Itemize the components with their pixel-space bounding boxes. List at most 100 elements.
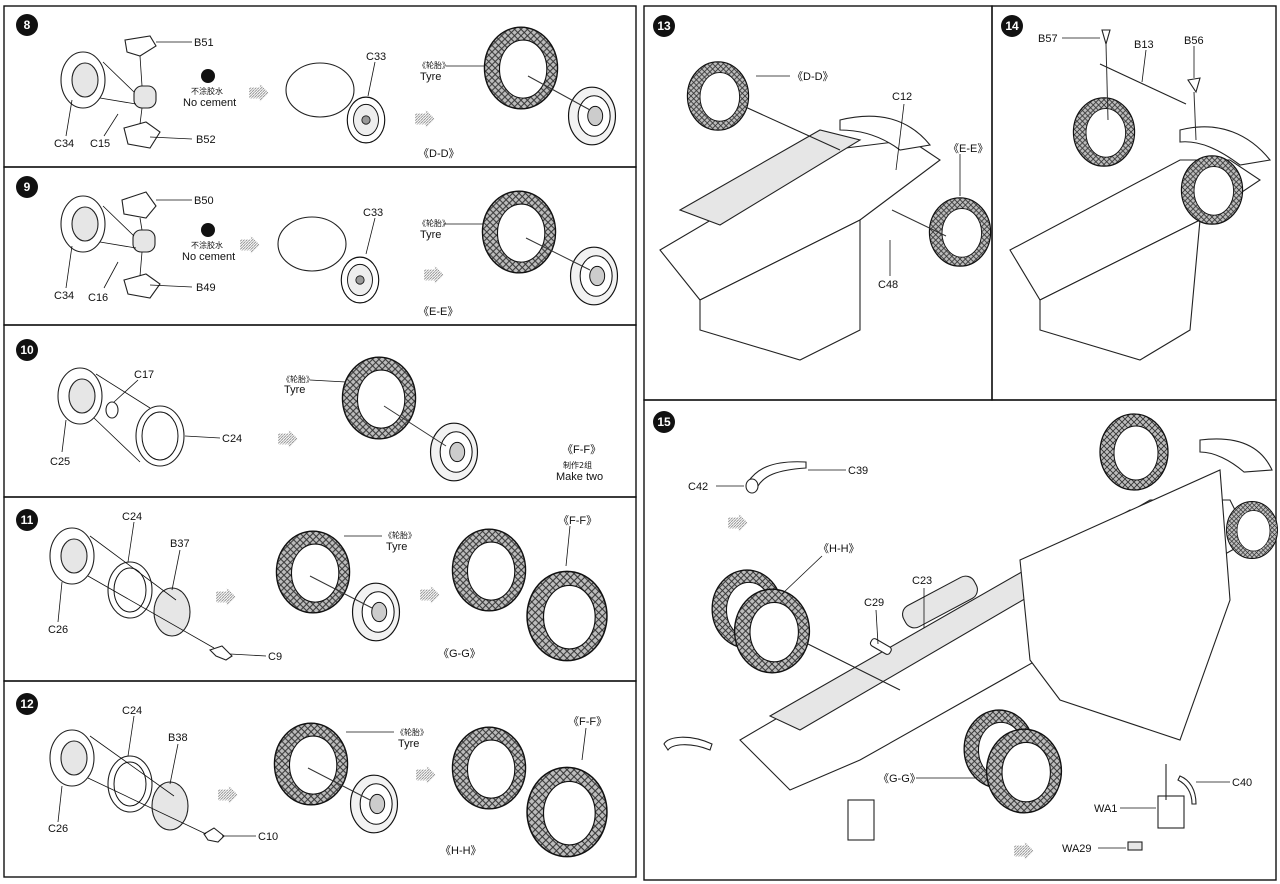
tyre-en: Tyre <box>386 541 407 553</box>
label-c40: C40 <box>1232 777 1252 789</box>
step-number: 14 <box>1005 19 1019 33</box>
wheel-left <box>1072 97 1136 167</box>
label-c33: C33 <box>363 207 383 219</box>
step-13: 13 《D-D》 C12 《E-E》 C48 <box>653 15 992 361</box>
step-12-panel <box>3 680 637 878</box>
part-b57 <box>1101 29 1111 47</box>
label-b38: B38 <box>168 732 188 744</box>
arrow-icon <box>218 786 238 804</box>
label-c25: C25 <box>50 456 70 468</box>
tyre-inner <box>451 528 527 612</box>
label-c26: C26 <box>48 624 68 636</box>
tyre-outer <box>526 570 608 662</box>
label-c24: C24 <box>122 705 142 717</box>
wheel-rim <box>569 246 619 306</box>
tyre-cn: 《轮胎》 <box>418 60 450 70</box>
make-two-en: Make two <box>556 471 603 483</box>
no-cement-en: No cement <box>183 97 236 109</box>
front-axle <box>729 99 841 151</box>
tyre-cn: 《轮胎》 <box>282 374 314 384</box>
front-fender <box>839 115 932 151</box>
label-b37: B37 <box>170 538 190 550</box>
part-wa29 <box>1127 841 1143 851</box>
tyre <box>341 356 417 440</box>
label-c48: C48 <box>878 279 898 291</box>
label-c17: C17 <box>134 369 154 381</box>
part-c9 <box>208 645 233 661</box>
part-hub-drum <box>277 216 347 272</box>
arrow-icon <box>249 84 269 102</box>
part-c34-inner <box>71 206 99 242</box>
step-8: 8 B51 C34 C15 B52 不涂胶水 No cement C33 《轮胎… <box>16 14 617 160</box>
part-b52 <box>123 121 161 149</box>
part-wa1 <box>1157 795 1185 829</box>
label-dd: 《D-D》 <box>792 70 834 83</box>
front-wheel-right <box>1225 500 1279 560</box>
label-ref-ff: 《F-F》 <box>562 443 601 456</box>
step-number: 13 <box>657 19 671 33</box>
label-gg: 《G-G》 <box>878 772 921 785</box>
tyre-en: Tyre <box>420 71 441 83</box>
step-number: 12 <box>20 697 34 711</box>
part-c16 <box>132 229 156 253</box>
label-b13: B13 <box>1134 39 1154 51</box>
part-c34-inner <box>71 62 99 98</box>
arrow-icon <box>216 588 236 606</box>
label-c42: C42 <box>688 481 708 493</box>
tyre <box>483 26 559 110</box>
label-c26: C26 <box>48 823 68 835</box>
rear-wheel-hh-outer <box>733 588 811 674</box>
frame-rail <box>678 129 862 226</box>
part-b56 <box>1187 77 1201 94</box>
cab-underside <box>1019 469 1231 741</box>
step-15: 15 C39 C42 《H-H》 C23 C29 《 <box>653 411 1279 860</box>
fuel-tank <box>699 219 861 361</box>
label-ref-ff: 《F-F》 <box>568 715 607 728</box>
label-c34: C34 <box>54 138 74 150</box>
front-fender <box>1179 126 1272 166</box>
arrow-icon <box>240 236 260 254</box>
no-cement-cn: 不涂胶水 <box>191 86 223 96</box>
label-b49: B49 <box>196 282 216 294</box>
step-10: 10 C17 C24 C25 《轮胎》 Tyre 《F-F》 制作2组 Make… <box>16 339 603 483</box>
label-ee: 《E-E》 <box>948 142 988 155</box>
label-ref-hh: 《H-H》 <box>440 844 482 857</box>
wheel-right <box>1180 155 1244 225</box>
arrow-icon <box>424 266 444 284</box>
part-b50 <box>121 191 157 219</box>
label-ref-ee: 《E-E》 <box>418 305 458 318</box>
label-c10: C10 <box>258 831 278 843</box>
part-c10 <box>203 827 225 843</box>
tyre-cn: 《轮胎》 <box>396 727 428 737</box>
step-12: 12 C24 B38 C26 C10 《轮胎》 Tyre 《F-F》 《H-H》 <box>16 693 608 858</box>
part-b49 <box>123 273 161 299</box>
wheel-rim <box>429 422 479 482</box>
arrow-icon <box>415 110 435 128</box>
rear-mudflap <box>847 799 875 841</box>
part-hose <box>663 736 713 751</box>
part-c42 <box>745 478 759 494</box>
tyre <box>275 530 351 614</box>
step-number: 9 <box>24 180 31 194</box>
label-b50: B50 <box>194 195 214 207</box>
part-c17 <box>105 401 119 419</box>
part-c33 <box>340 256 380 304</box>
part-b51 <box>124 35 157 57</box>
tyre-en: Tyre <box>420 229 441 241</box>
no-cement-en: No cement <box>182 251 235 263</box>
rear-wheel-gg-outer <box>985 728 1063 814</box>
tyre-en: Tyre <box>284 384 305 396</box>
step-number: 15 <box>657 415 671 429</box>
part-c26-inner <box>60 740 88 776</box>
label-c34: C34 <box>54 290 74 302</box>
part-c26-inner <box>60 538 88 574</box>
tyre-en: Tyre <box>398 738 419 750</box>
part-c29 <box>869 638 892 655</box>
make-two-cn: 制作2组 <box>563 460 592 470</box>
part-b37 <box>153 587 191 637</box>
label-hh: 《H-H》 <box>818 542 860 555</box>
fuel-tank <box>1039 219 1201 361</box>
label-c23: C23 <box>912 575 932 587</box>
front-fender <box>1199 438 1273 473</box>
label-c12: C12 <box>892 91 912 103</box>
